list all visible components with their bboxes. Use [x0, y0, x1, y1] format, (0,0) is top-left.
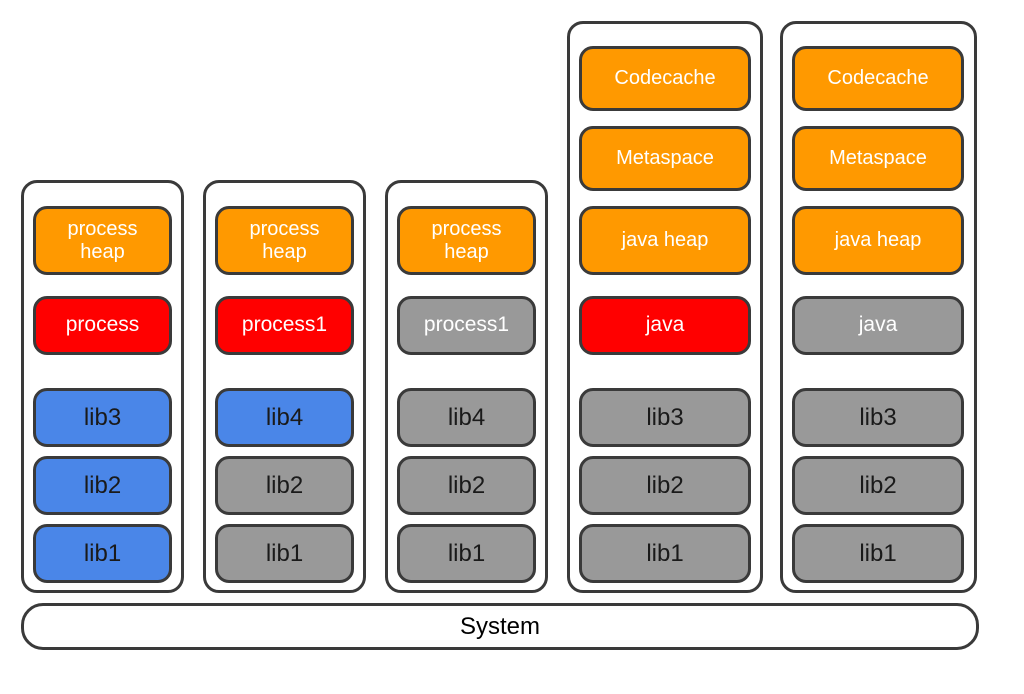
lib2-block: lib2 [33, 456, 172, 515]
block-label: lib4 [447, 403, 486, 431]
process-heap-block: process heap [397, 206, 536, 275]
block-label: process heap [67, 217, 138, 263]
lib2-block: lib2 [792, 456, 964, 515]
block-label: lib1 [859, 539, 897, 567]
lib2-block: lib2 [579, 456, 751, 515]
block-label: java [858, 313, 898, 337]
lib3-block: lib3 [579, 388, 751, 447]
lib2-block: lib2 [215, 456, 354, 515]
block-label: lib1 [447, 539, 486, 567]
process-heap-block: process heap [215, 206, 354, 275]
block-label: lib3 [859, 403, 897, 431]
lib3-block: lib3 [792, 388, 964, 447]
metaspace-block: Metaspace [792, 126, 964, 191]
block-label: java heap [834, 229, 922, 251]
lib4-block: lib4 [397, 388, 536, 447]
java-heap-block: java heap [792, 206, 964, 275]
lib1-block: lib1 [792, 524, 964, 583]
java-block: java [792, 296, 964, 355]
process-column-2: process heap process1 lib4 lib2 lib1 [203, 180, 366, 593]
block-label: Codecache [614, 67, 716, 89]
block-label: lib2 [83, 471, 122, 499]
lib2-block: lib2 [397, 456, 536, 515]
block-label: process [65, 313, 140, 337]
block-label: Codecache [827, 67, 929, 89]
metaspace-block: Metaspace [579, 126, 751, 191]
lib1-block: lib1 [215, 524, 354, 583]
lib1-block: lib1 [33, 524, 172, 583]
codecache-block: Codecache [579, 46, 751, 111]
lib1-block: lib1 [397, 524, 536, 583]
block-label: lib1 [646, 539, 684, 567]
block-label: lib4 [265, 403, 304, 431]
block-label: java [645, 313, 685, 337]
process1-block: process1 [215, 296, 354, 355]
block-label: process heap [431, 217, 502, 263]
process1-block: process1 [397, 296, 536, 355]
block-label: lib1 [83, 539, 122, 567]
block-label: process1 [423, 313, 510, 337]
java-column-2: Codecache Metaspace java heap java lib3 … [780, 21, 977, 593]
block-label: java heap [621, 229, 709, 251]
block-label: lib2 [646, 471, 684, 499]
process-heap-block: process heap [33, 206, 172, 275]
java-column-1: Codecache Metaspace java heap java lib3 … [567, 21, 763, 593]
lib4-block: lib4 [215, 388, 354, 447]
block-label: lib3 [646, 403, 684, 431]
block-label: lib2 [265, 471, 304, 499]
block-label: process1 [241, 313, 328, 337]
java-block: java [579, 296, 751, 355]
process-column-1: process heap process lib3 lib2 lib1 [21, 180, 184, 593]
block-label: lib2 [447, 471, 486, 499]
block-label: Metaspace [616, 147, 714, 169]
process-block: process [33, 296, 172, 355]
block-label: lib1 [265, 539, 304, 567]
process-column-3: process heap process1 lib4 lib2 lib1 [385, 180, 548, 593]
codecache-block: Codecache [792, 46, 964, 111]
system-bar: System [21, 603, 979, 650]
block-label: process heap [249, 217, 320, 263]
lib3-block: lib3 [33, 388, 172, 447]
block-label: lib2 [859, 471, 897, 499]
block-label: lib3 [83, 403, 122, 431]
lib1-block: lib1 [579, 524, 751, 583]
system-label: System [459, 612, 540, 640]
block-label: Metaspace [829, 147, 927, 169]
java-heap-block: java heap [579, 206, 751, 275]
